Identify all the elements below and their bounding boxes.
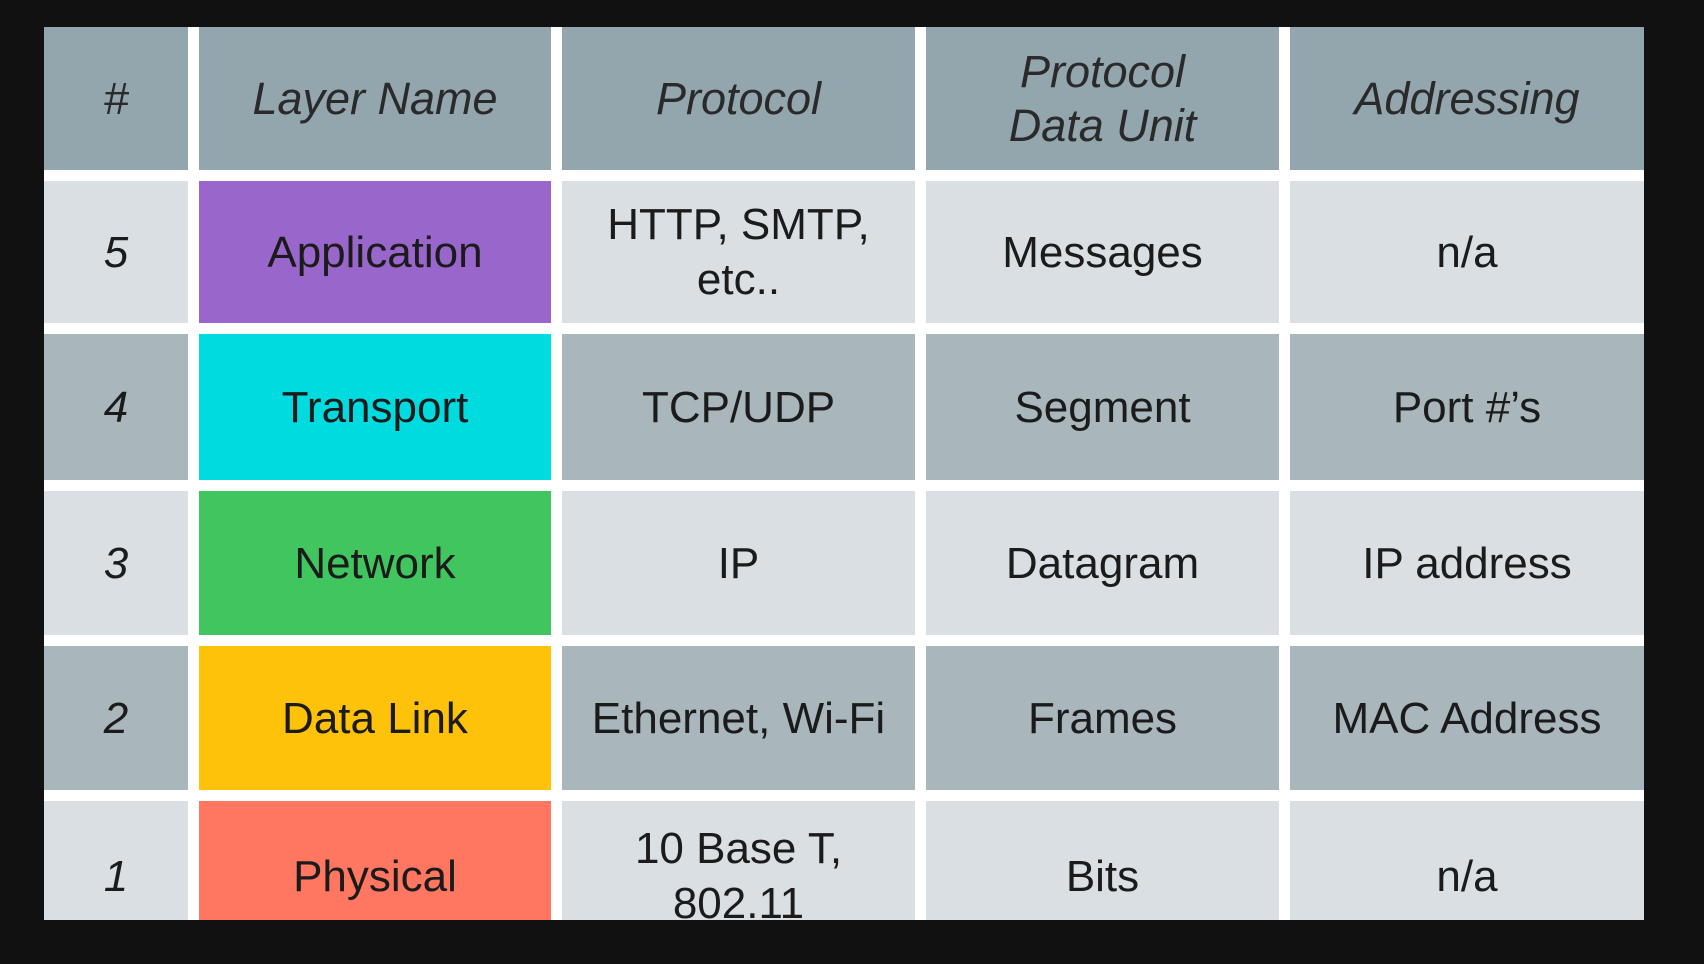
- layer-name-cell: Transport: [199, 334, 551, 480]
- protocol-cell: Ethernet, Wi-Fi: [562, 646, 915, 790]
- header-addressing: Addressing: [1290, 27, 1644, 170]
- layer-name-cell: Application: [199, 181, 551, 323]
- osi-layer-table: # Layer Name Protocol Protocol Data Unit…: [44, 27, 1644, 920]
- header-protocol-data-unit: Protocol Data Unit: [926, 27, 1279, 170]
- layer-name-cell: Physical: [199, 801, 551, 920]
- header-layer-name: Layer Name: [199, 27, 551, 170]
- pdu-cell: Bits: [926, 801, 1279, 920]
- row-number: 5: [44, 181, 188, 323]
- row-number: 2: [44, 646, 188, 790]
- protocol-cell: 10 Base T, 802.11: [562, 801, 915, 920]
- row-number: 4: [44, 334, 188, 480]
- pdu-cell: Messages: [926, 181, 1279, 323]
- pdu-cell: Segment: [926, 334, 1279, 480]
- row-number: 3: [44, 491, 188, 635]
- addressing-cell: Port #’s: [1290, 334, 1644, 480]
- row-number: 1: [44, 801, 188, 920]
- header-protocol: Protocol: [562, 27, 915, 170]
- addressing-cell: n/a: [1290, 801, 1644, 920]
- pdu-cell: Datagram: [926, 491, 1279, 635]
- pdu-cell: Frames: [926, 646, 1279, 790]
- addressing-cell: n/a: [1290, 181, 1644, 323]
- protocol-cell: HTTP, SMTP, etc..: [562, 181, 915, 323]
- protocol-cell: IP: [562, 491, 915, 635]
- addressing-cell: IP address: [1290, 491, 1644, 635]
- protocol-cell: TCP/UDP: [562, 334, 915, 480]
- addressing-cell: MAC Address: [1290, 646, 1644, 790]
- layer-name-cell: Data Link: [199, 646, 551, 790]
- header-number: #: [44, 27, 188, 170]
- layer-name-cell: Network: [199, 491, 551, 635]
